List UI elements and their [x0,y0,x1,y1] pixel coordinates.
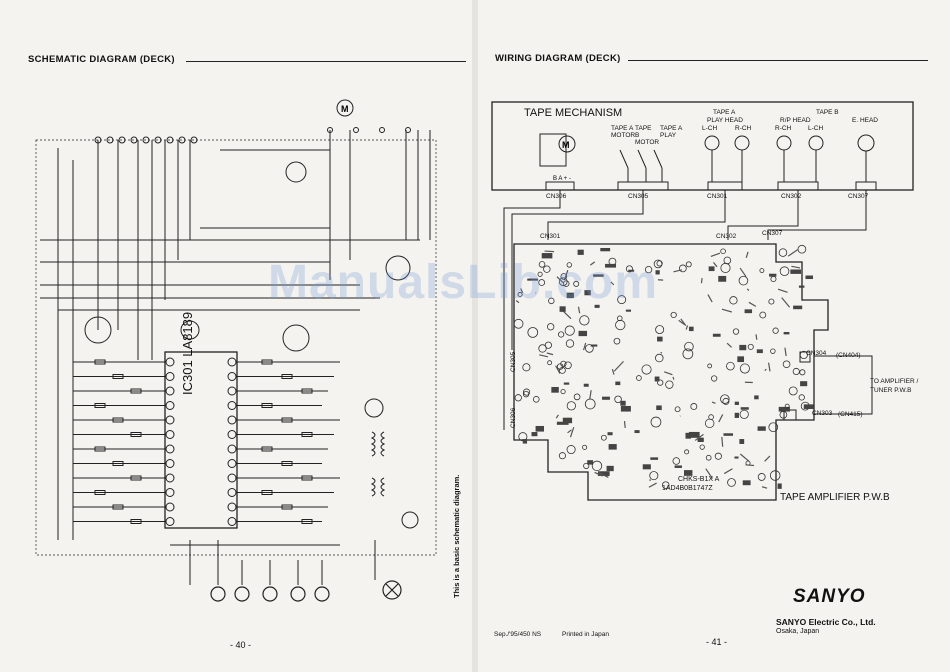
svg-text:M: M [341,104,349,114]
switch-label-a-motor: TAPE A MOTOR [611,125,636,139]
tape-a-lch: L-CH [702,125,718,132]
title-rule-right [628,60,928,61]
board-code-2: 1AD4B0B1747Z [662,485,713,492]
erase-head-label: E. HEAD [852,117,879,124]
tape-a-sub: PLAY HEAD [707,117,743,124]
wiring-title: WIRING DIAGRAM (DECK) [495,53,621,64]
cn415-label: (CN415) [838,411,863,418]
tape-a-rch: R-CH [735,125,752,132]
cn304-label: CN304 [806,350,827,357]
tape-mechanism-label: TAPE MECHANISM [524,107,623,119]
cn301-label: CN301 [707,193,728,200]
svg-text:M: M [562,140,570,150]
maker-name: SANYO Electric Co., Ltd. [776,617,876,627]
cn305-label: CN305 [628,193,649,200]
title-rule [186,61,466,62]
tape-b-sub: R/P HEAD [780,117,811,124]
footer-date: Sep./'95/450 NS [494,631,542,638]
schematic-drawing: M [35,99,437,602]
footer-printed: Printed in Japan [562,631,609,638]
tape-b-title: TAPE B [816,109,839,116]
maker-city: Osaka, Japan [776,628,820,635]
page-number-right: - 41 - [706,637,728,647]
wiring-page: WIRING DIAGRAM (DECK) [478,0,950,672]
schematic-side-note: This is a basic schematic diagram. [452,474,461,598]
to-amp-label: TO AMPLIFIER / [870,378,919,385]
cn305-side: CN305 [510,351,517,372]
tape-b-lch: L-CH [808,125,824,132]
wiring-drawing: M B A + - [491,101,914,501]
switch-label-b-motor: TAPE B MOTOR [635,125,660,146]
cn306-label: CN306 [546,193,567,200]
svg-text:B A + -: B A + - [553,176,571,182]
page-number-left: - 40 - [230,640,252,650]
page-gutter [472,0,478,672]
board-cn301: CN301 [540,233,561,240]
board-cn307: CN307 [762,230,783,237]
schematic-title: SCHEMATIC DIAGRAM (DECK) [28,54,175,65]
tape-a-title: TAPE A [713,109,736,116]
switch-label-a-play: TAPE A PLAY [660,125,682,139]
cn302-label: CN302 [781,193,802,200]
board-cn302: CN302 [716,233,737,240]
tape-b-rch: R-CH [775,125,792,132]
cn306-side: CN306 [510,407,517,428]
schematic-page: SCHEMATIC DIAGRAM (DECK) [0,0,472,672]
cn303-label: CN303 [812,410,833,417]
board-code: CHKS-B1X A [678,476,720,483]
to-amp-label-2: TUNER P.W.B [870,387,912,394]
ic-label: IC301 LA8189 [180,311,195,395]
cn404-label: (CN404) [836,352,861,359]
cn307-label: CN307 [848,193,869,200]
board-label: TAPE AMPLIFIER P.W.B [780,492,890,503]
sanyo-logo: SANYO [793,586,866,607]
